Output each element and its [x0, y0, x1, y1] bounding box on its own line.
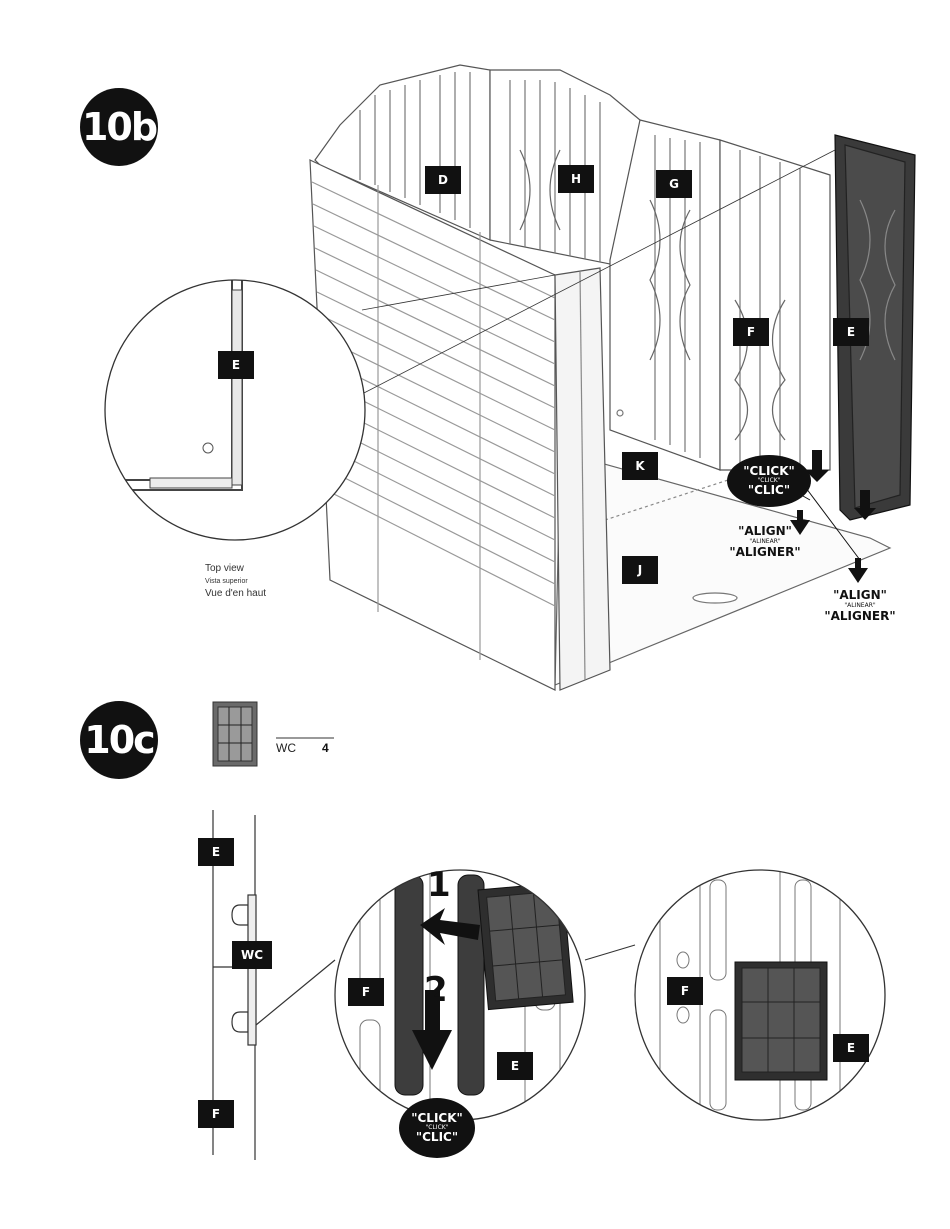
click-fr-10c: "CLIC" [416, 1131, 458, 1144]
align-en-2: "ALIGN" [815, 589, 905, 603]
label-right-e: E [833, 1034, 869, 1062]
label-section-f: F [198, 1100, 234, 1128]
label-floor-j: J [622, 556, 658, 584]
sequence-number-2: 2 [424, 970, 448, 1010]
part-quantity: 4 [322, 741, 329, 755]
wc-connector-part [213, 702, 334, 766]
align-fr-1: "ALIGNER" [720, 546, 810, 560]
caption-en: Top view [205, 562, 266, 577]
label-mid-e: E [497, 1052, 533, 1080]
label-panel-e-topview: E [218, 351, 254, 379]
align-callout-1: "ALIGN" "ALINEAR" "ALIGNER" [720, 525, 810, 559]
caption-es: Vista superior [205, 577, 266, 587]
label-panel-g: G [656, 170, 692, 198]
label-panel-e: E [833, 318, 869, 346]
align-fr-2: "ALIGNER" [815, 610, 905, 624]
step-badge-10b: 10b [80, 88, 158, 166]
label-section-e: E [198, 838, 234, 866]
click-callout-10c: "CLICK" "CLICK" "CLIC" [399, 1098, 475, 1158]
align-callout-2: "ALIGN" "ALINEAR" "ALIGNER" [815, 589, 905, 623]
label-mid-f: F [348, 978, 384, 1006]
part-code: WC [276, 741, 296, 755]
top-view-caption: Top view Vista superior Vue d'en haut [205, 562, 266, 601]
sequence-number-1: 1 [427, 865, 451, 905]
label-panel-h: H [558, 165, 594, 193]
caption-fr: Vue d'en haut [205, 587, 266, 602]
label-right-f: F [667, 977, 703, 1005]
label-floor-k: K [622, 452, 658, 480]
click-fr: "CLIC" [748, 484, 790, 497]
label-panel-d: D [425, 166, 461, 194]
click-en: "CLICK" [743, 465, 795, 478]
step-badge-10c: 10c [80, 701, 158, 779]
label-panel-f: F [733, 318, 769, 346]
click-en-10c: "CLICK" [411, 1112, 463, 1125]
label-section-wc: WC [232, 941, 272, 969]
align-en-1: "ALIGN" [720, 525, 810, 539]
top-view-detail [105, 280, 365, 540]
click-callout-10b: "CLICK" "CLICK" "CLIC" [727, 455, 811, 507]
